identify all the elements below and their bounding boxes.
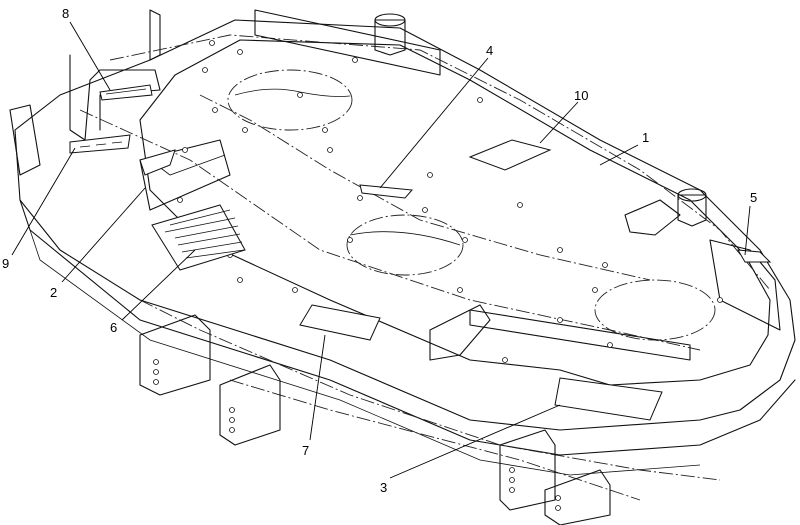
callout-2: 2 <box>50 285 57 300</box>
decal-3 <box>554 377 663 421</box>
callout-5: 5 <box>750 190 757 205</box>
callout-4: 4 <box>486 43 493 58</box>
decal-6-instruction <box>151 204 246 271</box>
mounting-holes <box>177 40 723 363</box>
decal-8 <box>99 84 153 101</box>
callout-6: 6 <box>110 320 117 335</box>
callout-labels: 1 2 3 4 5 6 7 8 9 10 <box>2 6 757 495</box>
callout-7: 7 <box>302 443 309 458</box>
decal-10 <box>468 139 552 171</box>
decal-9 <box>69 134 131 154</box>
callout-8: 8 <box>62 6 69 21</box>
callout-1: 1 <box>642 130 649 145</box>
callout-3: 3 <box>380 480 387 495</box>
mower-deck-housing <box>9 9 796 525</box>
callout-10: 10 <box>574 88 588 103</box>
callout-9: 9 <box>2 256 9 271</box>
decal-5 <box>737 249 772 263</box>
callout-leaders <box>11 21 751 479</box>
decal-7 <box>299 304 381 341</box>
decal-4 <box>359 184 414 199</box>
height-of-cut-brackets <box>139 304 611 525</box>
decal-2-baffle <box>139 149 176 176</box>
